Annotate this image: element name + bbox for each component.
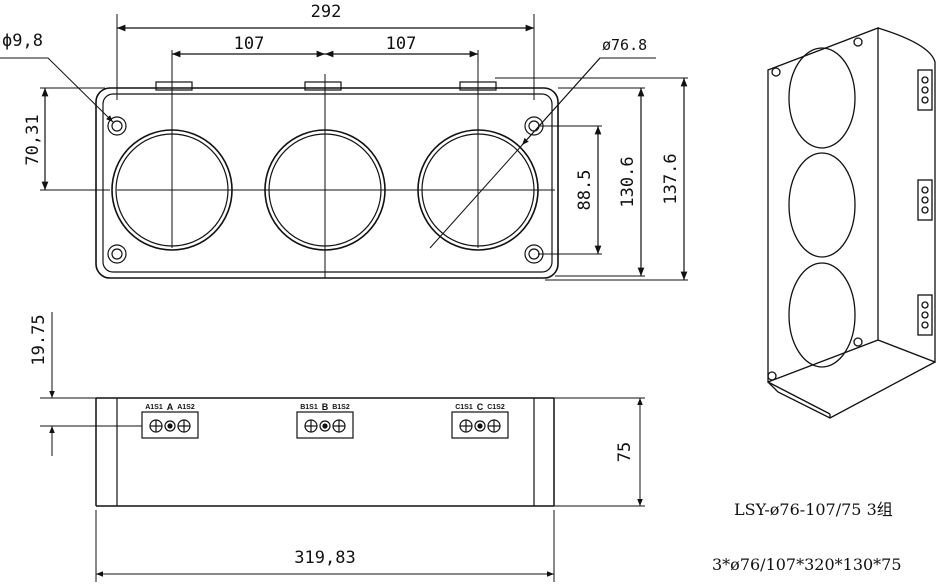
terminal-b-phase: B [322, 402, 329, 412]
iso-front-face [767, 361, 936, 419]
iso-side-face [877, 27, 936, 363]
label-overall-width: 292 [311, 2, 342, 22]
label-pitch-right: 107 [386, 34, 417, 54]
label-window-height: 88.5 [575, 170, 595, 211]
iso-window-b [788, 152, 856, 258]
leader-window [429, 57, 656, 249]
housing-inner-outline [102, 93, 553, 273]
terminal-a-phase: A [167, 402, 174, 412]
mount-hole-bl [107, 244, 127, 264]
iso-window-a [788, 47, 856, 149]
label-base-width: 319,83 [294, 548, 355, 568]
spec-size: 3*ø76/107*320*130*75 [712, 555, 902, 574]
top-view [0, 14, 688, 281]
label-left-height: 70,31 [23, 114, 43, 165]
iso-terminal-b [917, 179, 933, 221]
label-window-dia: ø76.8 [602, 36, 647, 54]
terminal-a-right-code: A1S2 [177, 404, 195, 411]
center-lines [117, 50, 555, 278]
iso-top-face [767, 27, 879, 383]
terminal-bump-a [155, 81, 193, 91]
label-outer-height: 137.6 [661, 153, 681, 204]
terminal-block-b [296, 411, 354, 439]
terminal-c-left-code: C1S1 [455, 404, 473, 411]
iso-terminal-a [917, 69, 933, 111]
leader-mount-hole [0, 57, 114, 123]
housing-outline [95, 87, 559, 279]
terminal-bump-b [304, 81, 342, 91]
iso-window-c [788, 262, 856, 368]
terminal-b-right-code: B1S2 [332, 404, 350, 411]
top-view-labels: 292 107 107 ϕ9,8 ø76.8 70,31 88.5 130.6 … [2, 2, 681, 210]
label-side-height: 75 [615, 442, 635, 462]
front-view-labels: 19.75 75 319,83 A1S1 A A1S2 B1S1 B B1S2 … [29, 314, 635, 568]
terminal-c-right-code: C1S2 [487, 404, 505, 411]
spec-model: LSY-ø76-107/75 3组 [734, 500, 893, 519]
terminal-block-c [451, 411, 509, 439]
terminal-c-phase: C [477, 402, 484, 412]
terminal-block-a [141, 411, 199, 439]
terminal-b-left-code: B1S1 [300, 404, 318, 411]
label-top-offset: 19.75 [29, 314, 49, 365]
iso-terminal-c [917, 294, 933, 336]
label-pitch-left: 107 [234, 34, 265, 54]
label-mount-hole: ϕ9,8 [2, 31, 43, 51]
terminal-a-left-code: A1S1 [145, 404, 163, 411]
front-view [40, 312, 645, 582]
label-inner-height: 130.6 [618, 156, 638, 207]
isometric-view [767, 27, 936, 419]
mount-hole-tl [107, 116, 127, 136]
